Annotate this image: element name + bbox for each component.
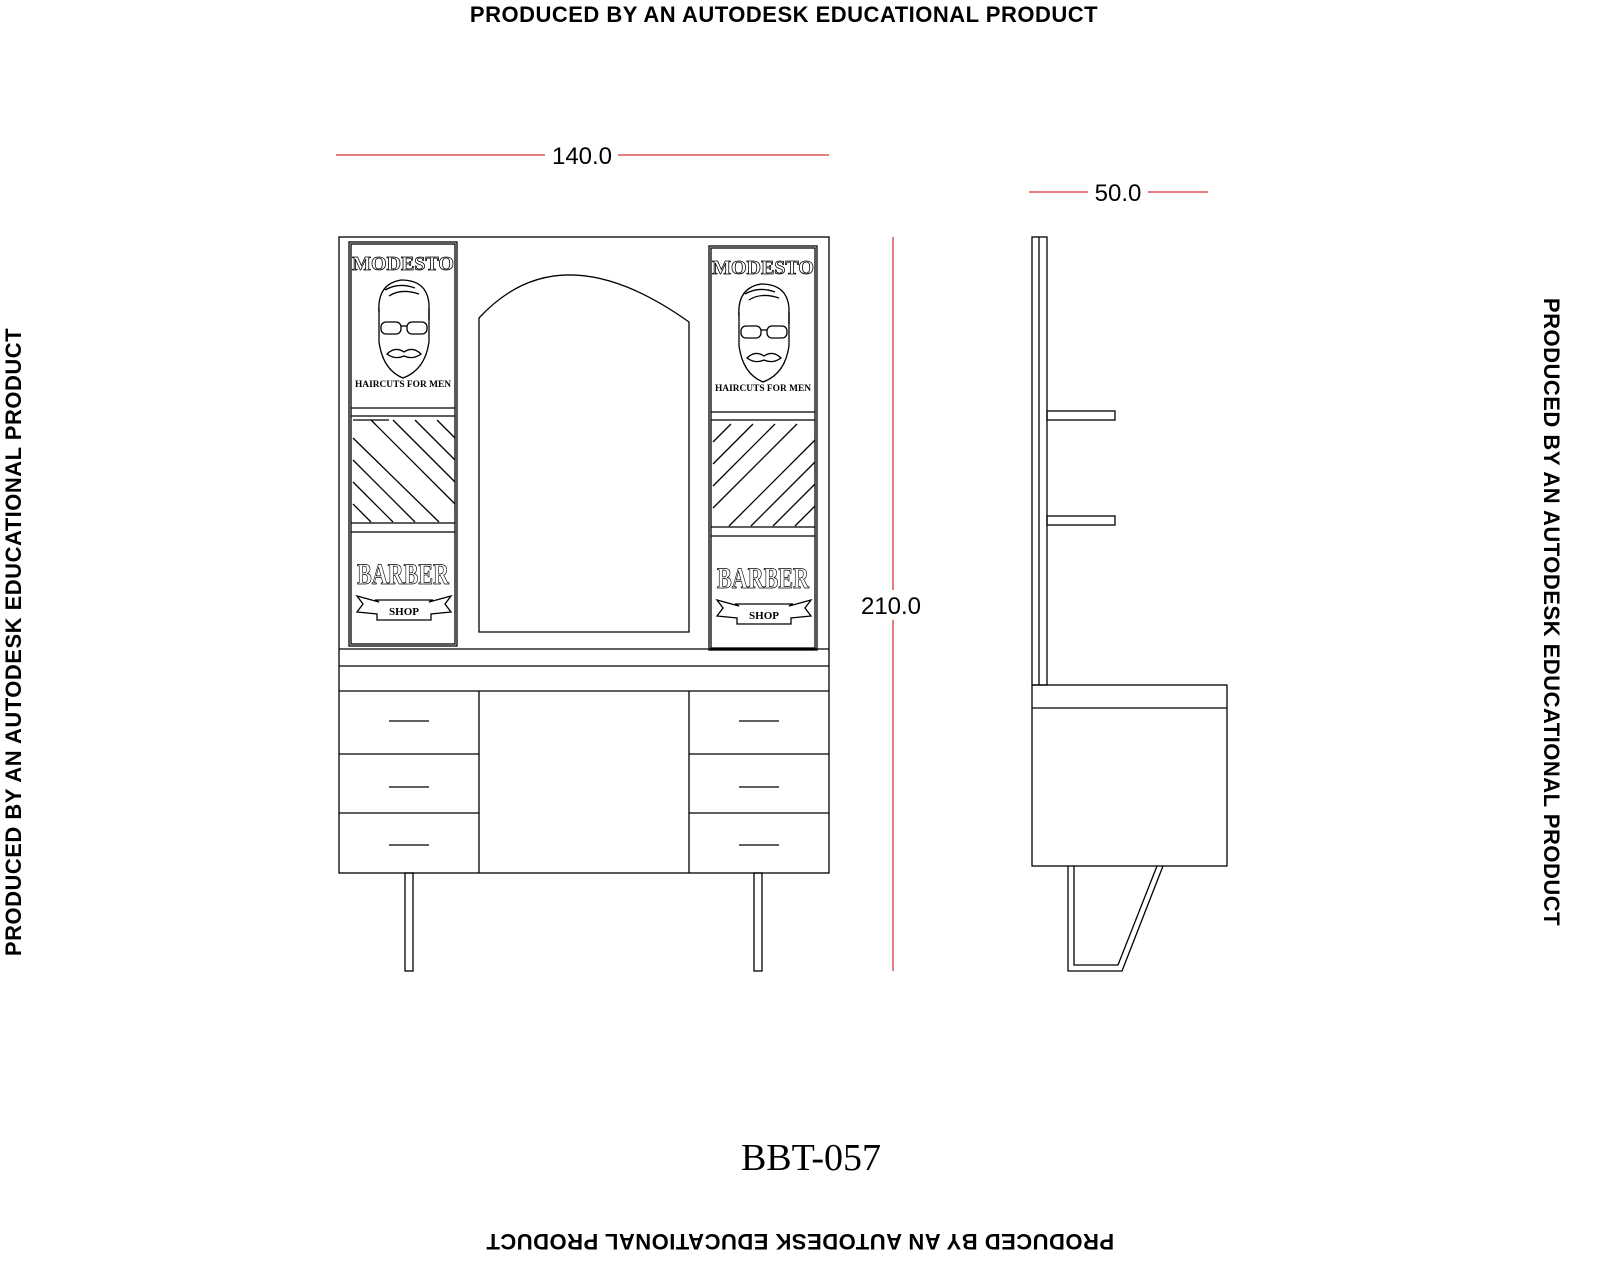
watermark-top: PRODUCED BY AN AUTODESK EDUCATIONAL PROD…: [469, 2, 1099, 27]
leg-left: [404, 872, 414, 972]
front-view: MODESTO HAIRCUTS FOR MEN BARBER SHOP: [338, 236, 830, 972]
poster-sign: BARBER: [357, 558, 449, 591]
bearded-man-icon: [738, 283, 790, 383]
dimension-height: 210.0: [861, 237, 921, 971]
poster-tagline: HAIRCUTS FOR MEN: [355, 379, 452, 389]
arched-mirror: [478, 274, 690, 633]
poster-brand: MODESTO: [352, 253, 454, 275]
poster-sign: BARBER: [717, 562, 809, 595]
poster-tagline: HAIRCUTS FOR MEN: [715, 383, 812, 393]
dimension-depth-label: 50.0: [1095, 180, 1142, 207]
drawing-code: BBT-057: [740, 1137, 882, 1179]
side-view: [1031, 236, 1228, 972]
drawers: [339, 720, 829, 846]
dimension-width-label: 140.0: [552, 143, 612, 170]
dimension-width: 140.0: [336, 143, 829, 170]
poster-left: MODESTO HAIRCUTS FOR MEN BARBER SHOP: [348, 241, 458, 647]
bearded-man-icon: [378, 279, 430, 379]
leg-right: [753, 872, 763, 972]
poster-ribbon: SHOP: [389, 606, 419, 618]
poster-right: MODESTO HAIRCUTS FOR MEN BARBER SHOP: [708, 245, 818, 651]
dimension-depth: 50.0: [1029, 180, 1208, 207]
poster-brand: MODESTO: [712, 257, 814, 279]
dimension-height-label: 210.0: [861, 593, 921, 620]
poster-ribbon: SHOP: [749, 610, 779, 622]
